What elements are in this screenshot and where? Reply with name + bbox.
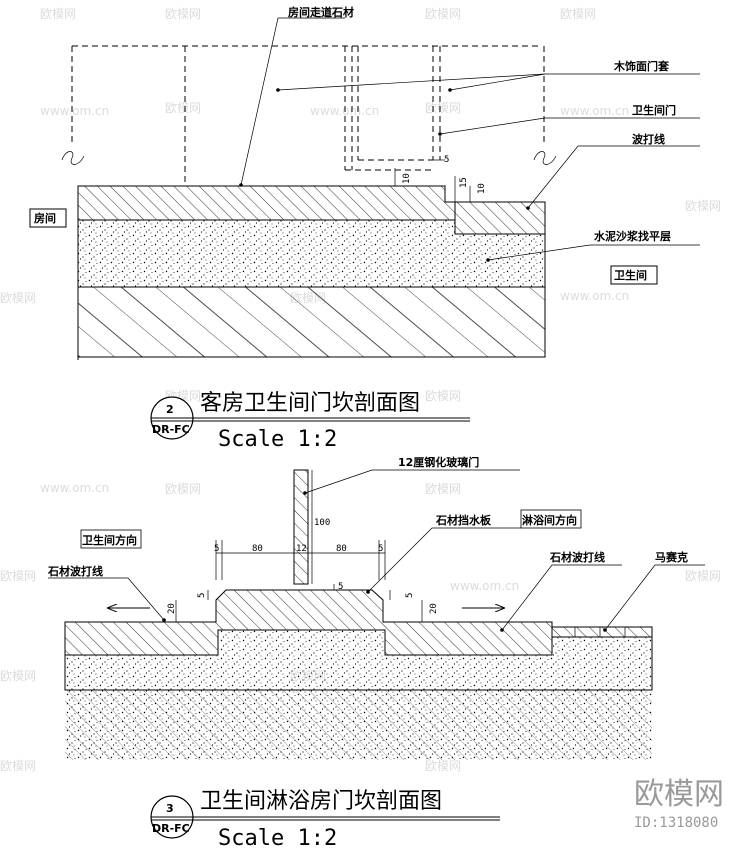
dimension-label: 100: [314, 518, 330, 528]
watermark-text: 欧模网: [560, 7, 596, 21]
section-diagram-door-threshold: 5 10 15 10 房间走道石材 木饰面门套 卫生间门 波打线 水泥沙浆找平层…: [29, 5, 700, 452]
label-bathroom: 卫生间: [614, 268, 647, 282]
leader-line: [501, 564, 622, 631]
label-room: 房间: [34, 211, 56, 225]
leader-line: [304, 469, 520, 494]
watermark-text: 欧模网: [0, 569, 36, 583]
label-box: [520, 509, 582, 529]
label-box: [610, 265, 658, 285]
watermark-text: 欧模网: [165, 7, 201, 21]
dimension-label: 5: [405, 593, 415, 598]
leader-line: [439, 117, 700, 135]
watermark-text: 欧模网: [0, 759, 36, 773]
label-mosaic: 马赛克: [655, 550, 688, 564]
label-bathroom-door: 卫生间门: [632, 103, 676, 117]
dimension-label: 15: [459, 177, 469, 188]
leader-line: [240, 17, 345, 186]
mosaic-tiles: [551, 626, 653, 638]
dimension-label: 20: [167, 603, 177, 614]
dimension-label: 12: [296, 544, 307, 554]
watermark-url: www.om.cn: [450, 579, 519, 593]
diagram-title: 卫生间淋浴房门坎剖面图: [200, 789, 442, 814]
label-stone-wave-right: 石材波打线: [549, 550, 605, 564]
label-wave-line: 波打线: [632, 132, 665, 146]
watermark-text: 欧模网: [425, 7, 461, 21]
dimension-label: 5: [338, 582, 343, 592]
watermark-url: www.om.cn: [560, 104, 629, 118]
badge-number: 3: [166, 802, 174, 815]
watermark-layer: 欧模网 欧模网 欧模网 欧模网 欧模网 欧模网 欧模网 欧模网 欧模网 欧模网 …: [0, 7, 721, 773]
brand-logo-text: 欧模网: [634, 777, 724, 812]
leader-line: [527, 145, 700, 209]
watermark-text: 欧模网: [40, 7, 76, 21]
brand-id: ID:1318080: [634, 815, 718, 831]
label-stone-wave-left: 石材波打线: [47, 564, 103, 578]
watermark-url: www.om.cn: [40, 104, 109, 118]
badge-code: DR-FC: [152, 822, 190, 835]
watermark-text: 欧模网: [300, 7, 336, 21]
concrete-slab: [65, 690, 652, 760]
badge-code: DR-FC: [152, 423, 190, 436]
label-mortar-layer: 水泥沙浆找平层: [594, 229, 671, 243]
leader-line: [449, 73, 546, 91]
label-shower-direction: 淋浴间方向: [522, 513, 577, 527]
leader-line: [487, 244, 700, 261]
dimension-label: 10: [477, 183, 487, 194]
break-symbol: [61, 151, 85, 165]
watermark-text: 欧模网: [425, 482, 461, 496]
diagram-scale: Scale 1:2: [218, 427, 337, 452]
watermark-text: 欧模网: [425, 389, 461, 403]
badge-number: 2: [166, 403, 174, 416]
concrete-slab: [77, 286, 546, 358]
label-stone-stop: 石材挡水板: [435, 513, 492, 527]
dimension-label: 5: [378, 544, 383, 554]
dimension-label: 5: [197, 593, 207, 598]
stone-layer-bathroom: [454, 201, 546, 235]
watermark-text: 欧模网: [685, 199, 721, 213]
section-diagram-shower-threshold: 100 5 80 12 80 5 5 20 5 5: [47, 455, 705, 851]
watermark-text: 欧模网: [425, 759, 461, 773]
dimension-label: 5: [214, 544, 219, 554]
dimension-label: 20: [429, 603, 439, 614]
stone-layer-room: [77, 185, 456, 221]
watermark-text: 欧模网: [165, 482, 201, 496]
diagram-scale: Scale 1:2: [218, 826, 337, 851]
watermark-text: 欧模网: [0, 291, 36, 305]
dimension-label: 10: [402, 173, 412, 184]
break-symbol: [533, 151, 557, 165]
dimension-label: 5: [444, 155, 449, 165]
diagram-title: 客房卫生间门坎剖面图: [200, 391, 420, 416]
label-glass-door: 12厘钢化玻璃门: [398, 455, 479, 469]
label-box: [80, 529, 142, 549]
dimension-label: 80: [336, 544, 347, 554]
leader-line: [604, 564, 705, 631]
leader-line: [48, 577, 165, 621]
label-box: [29, 208, 67, 228]
label-wood-frame: 木饰面门套: [613, 59, 670, 73]
watermark-url: www.om.cn: [40, 481, 109, 495]
watermark-text: 欧模网: [0, 669, 36, 683]
dimension-label: 80: [252, 544, 263, 554]
label-corridor-stone: 房间走道石材: [288, 5, 354, 19]
label-bathroom-direction: 卫生间方向: [82, 533, 137, 547]
leader-line: [277, 73, 700, 91]
glass-door: [293, 469, 309, 585]
leader-line: [367, 527, 522, 593]
watermark-text: 欧模网: [425, 101, 461, 115]
watermark-text: 欧模网: [165, 101, 201, 115]
watermark-url: www.om.cn: [560, 289, 629, 303]
watermark-text: 欧模网: [685, 569, 721, 583]
